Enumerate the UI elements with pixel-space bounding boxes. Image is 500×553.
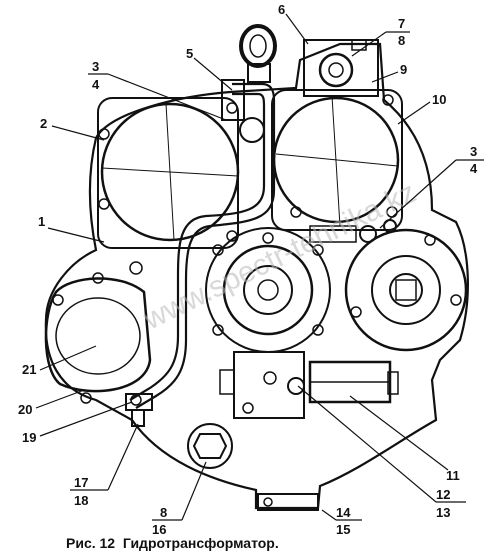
lifting-eye: [239, 24, 277, 83]
callout-13: 13: [436, 505, 450, 520]
callout-10: 10: [432, 92, 446, 107]
left-cover: [44, 261, 152, 406]
callout-19: 19: [22, 430, 36, 445]
top-valve-block: [303, 39, 379, 97]
figure-caption: Рис. 12 Гидротрансформатор.: [66, 535, 279, 551]
callout-9: 9: [400, 62, 407, 77]
callout-15: 15: [336, 522, 350, 537]
right-pump: [344, 228, 468, 352]
bottom-boss: [257, 493, 319, 511]
oil-pipe: [129, 79, 276, 409]
watermark: www.spectr-tehnika.kz: [138, 176, 422, 337]
callout-2: 2: [40, 116, 47, 131]
fitting-17-20: [125, 393, 153, 427]
callout-4-top: 4: [92, 77, 100, 92]
right-fittings: [309, 219, 397, 243]
callout-17: 17: [74, 475, 88, 490]
callout-1: 1: [38, 214, 45, 229]
callout-16: 16: [152, 522, 166, 537]
callout-14: 14: [336, 505, 351, 520]
callout-21: 21: [22, 362, 36, 377]
housing-outline: [44, 42, 469, 510]
callout-20: 20: [18, 402, 32, 417]
callout-3-top: 3: [92, 59, 99, 74]
callout-5: 5: [186, 46, 193, 61]
callout-18: 18: [74, 493, 88, 508]
callout-4-right: 4: [470, 161, 478, 176]
callout-8-bottom: 8: [160, 505, 167, 520]
callout-11: 11: [446, 468, 460, 483]
central-shaft: [205, 227, 331, 353]
leader-lines: [35, 13, 484, 521]
callout-6: 6: [278, 2, 285, 17]
callout-7: 7: [398, 16, 405, 31]
callout-3-right: 3: [470, 144, 477, 159]
valve-assembly: [219, 351, 399, 419]
callout-labels: 1 2 3 4 5 6 7 8 9 10 3 4 11 12 13 14 15 …: [18, 2, 478, 537]
callout-12: 12: [436, 487, 450, 502]
callout-8-top: 8: [398, 33, 405, 48]
drain-plug: [187, 423, 233, 469]
